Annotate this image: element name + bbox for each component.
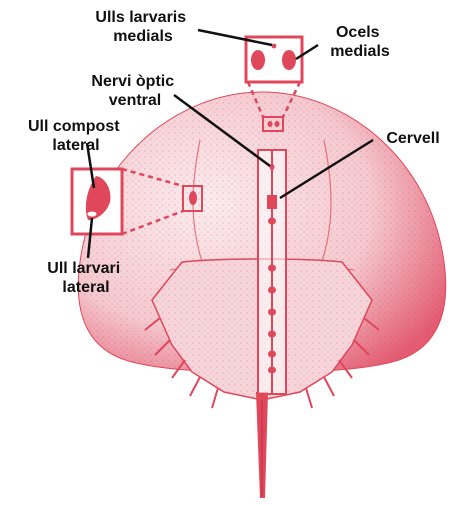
label-ull-compost-lateral: Ull compost lateral: [28, 118, 124, 154]
label-ocels-medials: Ocels medials: [330, 24, 390, 60]
median-ocellus-right: [282, 50, 296, 70]
nervous-system: [258, 150, 286, 394]
brain: [267, 195, 277, 209]
median-eyes-inset: [246, 37, 302, 82]
lateral-larval-eye: [87, 211, 97, 217]
label-ulls-larvaris-medials: Ulls larvaris medials: [95, 9, 190, 45]
lateral-eye-inset: [72, 169, 122, 234]
median-ocellus-left: [251, 50, 265, 70]
median-larval-eye: [272, 44, 277, 49]
label-cervell: Cervell: [386, 130, 439, 147]
label-nervi-optic-ventral: Nervi òptic ventral: [91, 73, 178, 109]
